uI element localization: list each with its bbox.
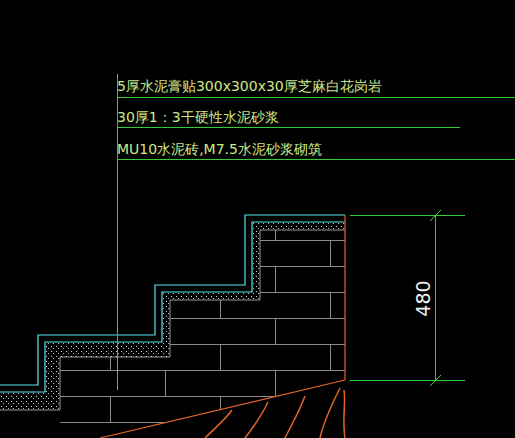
material-note: 5厚水泥膏贴300x300x30厚芝麻白花岗岩 <box>117 78 382 94</box>
material-note: 30厚1：3干硬性水泥砂浆 <box>117 109 279 125</box>
dimension-value: 480 <box>412 278 433 318</box>
material-note: MU10水泥砖,M7.5水泥砂浆砌筑 <box>117 141 322 157</box>
